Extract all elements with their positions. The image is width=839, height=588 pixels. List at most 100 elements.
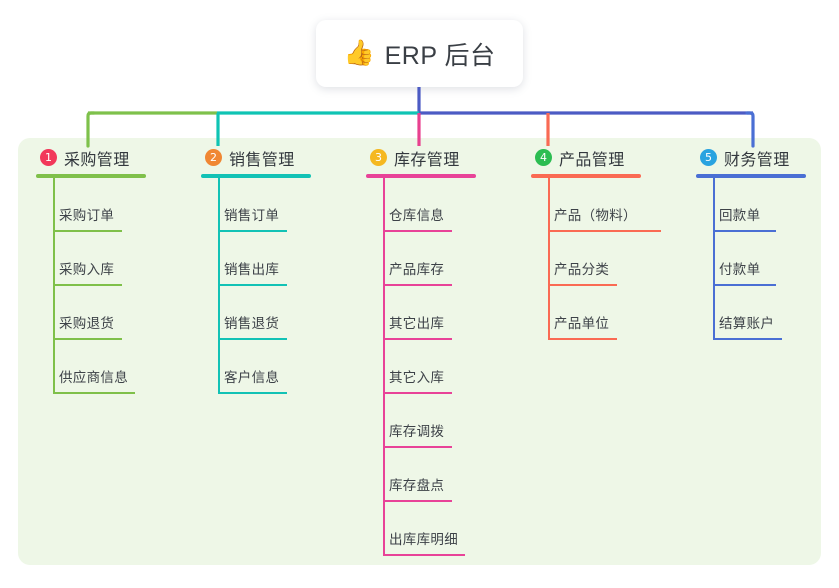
list-item[interactable]: 供应商信息 bbox=[36, 340, 146, 394]
column-header-rule bbox=[201, 174, 311, 178]
list-item-rule bbox=[384, 554, 465, 556]
column-spine bbox=[383, 178, 385, 556]
list-item-rule bbox=[384, 500, 452, 502]
list-item[interactable]: 销售订单 bbox=[201, 178, 311, 232]
list-item-rule bbox=[384, 392, 452, 394]
column-header-rule bbox=[366, 174, 476, 178]
column-number-badge: 1 bbox=[40, 149, 57, 166]
list-item[interactable]: 客户信息 bbox=[201, 340, 311, 394]
list-item-rule bbox=[219, 284, 287, 286]
column-header[interactable]: 5 财务管理 bbox=[696, 146, 806, 169]
column-item-list: 销售订单销售出库销售退货客户信息 bbox=[201, 178, 311, 394]
list-item-rule bbox=[384, 338, 452, 340]
column-title: 采购管理 bbox=[64, 151, 130, 169]
list-item-rule bbox=[714, 230, 776, 232]
column-item-list: 仓库信息产品库存其它出库其它入库库存调拨库存盘点出库库明细 bbox=[366, 178, 476, 556]
list-item-label: 销售出库 bbox=[224, 262, 280, 277]
list-item-rule bbox=[219, 338, 287, 340]
list-item[interactable]: 采购退货 bbox=[36, 286, 146, 340]
list-item[interactable]: 其它入库 bbox=[366, 340, 476, 394]
list-item-label: 库存盘点 bbox=[389, 478, 445, 493]
column-title: 库存管理 bbox=[394, 151, 460, 169]
list-item[interactable]: 其它出库 bbox=[366, 286, 476, 340]
list-item-label: 出库库明细 bbox=[389, 532, 458, 547]
column-库存管理: 3 库存管理仓库信息产品库存其它出库其它入库库存调拨库存盘点出库库明细 bbox=[366, 146, 476, 556]
list-item[interactable]: 销售出库 bbox=[201, 232, 311, 286]
list-item[interactable]: 采购入库 bbox=[36, 232, 146, 286]
column-header[interactable]: 1 采购管理 bbox=[36, 146, 146, 169]
column-财务管理: 5 财务管理回款单付款单结算账户 bbox=[696, 146, 806, 340]
content-panel bbox=[18, 138, 821, 565]
column-spine bbox=[53, 178, 55, 394]
list-item-label: 采购入库 bbox=[59, 262, 115, 277]
list-item-rule bbox=[54, 392, 135, 394]
column-产品管理: 4 产品管理产品（物料） 产品分类产品单位 bbox=[531, 146, 661, 340]
column-number-badge: 4 bbox=[535, 149, 552, 166]
list-item-label: 采购订单 bbox=[59, 208, 115, 223]
column-采购管理: 1 采购管理采购订单采购入库采购退货供应商信息 bbox=[36, 146, 146, 394]
list-item[interactable]: 销售退货 bbox=[201, 286, 311, 340]
root-node: 👍 ERP 后台 bbox=[316, 20, 523, 87]
list-item-label: 其它入库 bbox=[389, 370, 445, 385]
list-item-label: 销售退货 bbox=[224, 316, 280, 331]
root-title: ERP 后台 bbox=[384, 41, 496, 70]
list-item-label: 产品分类 bbox=[554, 262, 610, 277]
list-item-label: 产品单位 bbox=[554, 316, 610, 331]
list-item-label: 其它出库 bbox=[389, 316, 445, 331]
column-title: 财务管理 bbox=[724, 151, 790, 169]
column-spine bbox=[548, 178, 550, 340]
column-item-list: 产品（物料） 产品分类产品单位 bbox=[531, 178, 661, 340]
list-item[interactable]: 库存盘点 bbox=[366, 448, 476, 502]
column-header-rule bbox=[696, 174, 806, 178]
list-item-rule bbox=[54, 338, 122, 340]
column-header[interactable]: 2 销售管理 bbox=[201, 146, 311, 169]
list-item-rule bbox=[384, 230, 452, 232]
list-item-label: 付款单 bbox=[719, 262, 761, 277]
column-header-rule bbox=[36, 174, 146, 178]
column-title: 销售管理 bbox=[229, 151, 295, 169]
list-item[interactable]: 产品分类 bbox=[531, 232, 641, 286]
list-item-label: 产品库存 bbox=[389, 262, 445, 277]
list-item-label: 结算账户 bbox=[719, 316, 775, 331]
list-item-label: 库存调拨 bbox=[389, 424, 445, 439]
thumbs-up-icon: 👍 bbox=[343, 39, 375, 67]
column-header-rule bbox=[531, 174, 641, 178]
column-header[interactable]: 4 产品管理 bbox=[531, 146, 641, 169]
list-item[interactable]: 采购订单 bbox=[36, 178, 146, 232]
column-title: 产品管理 bbox=[559, 151, 625, 169]
list-item[interactable]: 结算账户 bbox=[696, 286, 806, 340]
list-item[interactable]: 回款单 bbox=[696, 178, 806, 232]
column-spine bbox=[713, 178, 715, 340]
list-item-label: 采购退货 bbox=[59, 316, 115, 331]
list-item[interactable]: 库存调拨 bbox=[366, 394, 476, 448]
list-item-rule bbox=[714, 338, 782, 340]
column-item-list: 回款单付款单结算账户 bbox=[696, 178, 806, 340]
list-item[interactable]: 产品单位 bbox=[531, 286, 641, 340]
column-number-badge: 5 bbox=[700, 149, 717, 166]
list-item-rule bbox=[549, 284, 617, 286]
list-item-label: 客户信息 bbox=[224, 370, 280, 385]
list-item-label: 回款单 bbox=[719, 208, 761, 223]
list-item[interactable]: 出库库明细 bbox=[366, 502, 476, 556]
column-spine bbox=[218, 178, 220, 394]
list-item[interactable]: 仓库信息 bbox=[366, 178, 476, 232]
list-item-label: 供应商信息 bbox=[59, 370, 128, 385]
list-item-rule bbox=[54, 284, 122, 286]
column-header[interactable]: 3 库存管理 bbox=[366, 146, 476, 169]
list-item-label: 仓库信息 bbox=[389, 208, 445, 223]
list-item[interactable]: 产品库存 bbox=[366, 232, 476, 286]
column-number-badge: 2 bbox=[205, 149, 222, 166]
list-item-rule bbox=[714, 284, 776, 286]
list-item-rule bbox=[549, 338, 617, 340]
list-item-rule bbox=[384, 446, 452, 448]
list-item[interactable]: 付款单 bbox=[696, 232, 806, 286]
list-item-rule bbox=[384, 284, 452, 286]
list-item-rule bbox=[549, 230, 661, 232]
list-item-label: 销售订单 bbox=[224, 208, 280, 223]
list-item[interactable]: 产品（物料） bbox=[531, 178, 661, 232]
column-number-badge: 3 bbox=[370, 149, 387, 166]
list-item-label: 产品（物料） bbox=[554, 208, 637, 223]
list-item-rule bbox=[219, 230, 287, 232]
list-item-rule bbox=[54, 230, 122, 232]
